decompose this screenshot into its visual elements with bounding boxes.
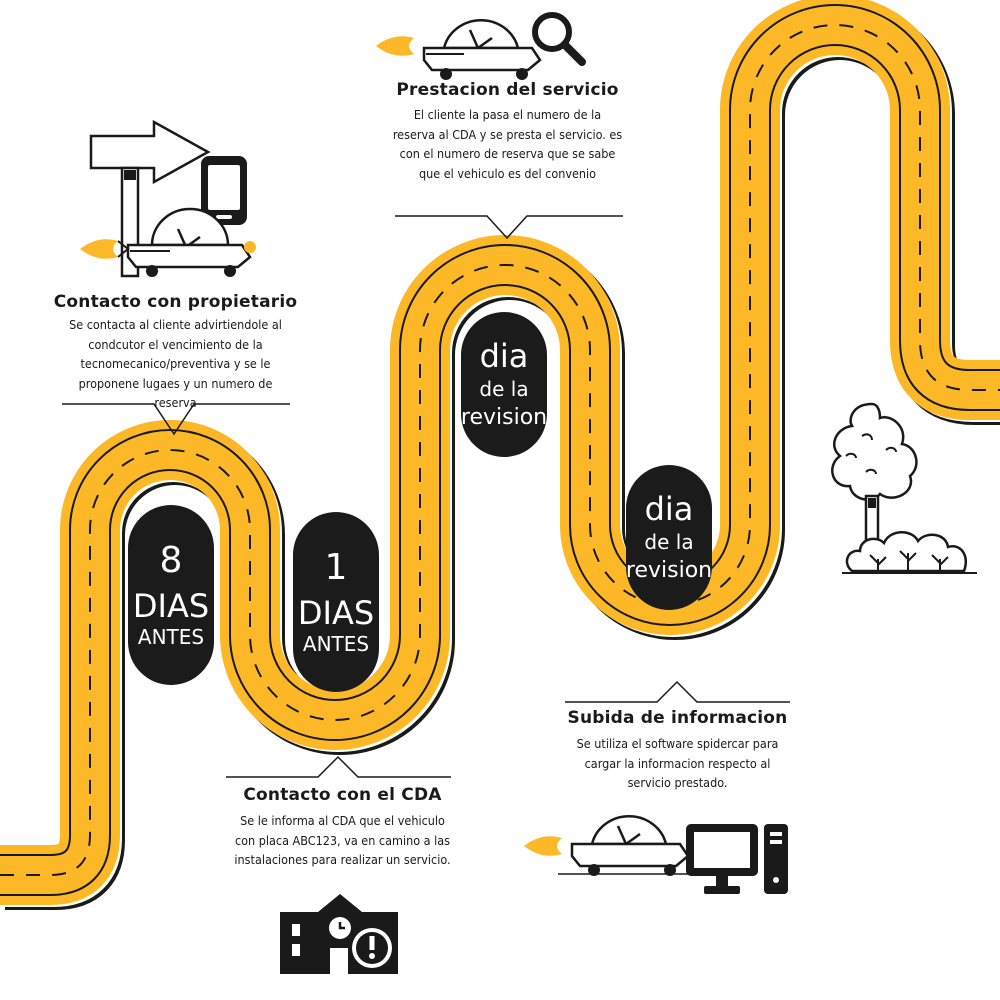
step-text: Se utiliza el software spidercar para ca… (576, 736, 779, 790)
marker-word2: revision (625, 558, 713, 584)
step-text: El cliente la pasa el numero de la reser… (392, 107, 623, 181)
marker-word: dia (644, 489, 694, 528)
bush-icon (842, 531, 977, 574)
step-contacto-cda: Contacto con el CDA Se le informa al CDA… (215, 785, 470, 870)
marker-suffix: ANTES (137, 625, 205, 650)
step-text: Se contacta al cliente advirtiendole al … (69, 317, 282, 410)
road-center-dashes (0, 24, 1000, 876)
car-icon (80, 207, 256, 277)
step-text: Se le informa al CDA que el vehiculo con… (234, 813, 451, 867)
marker-1-dias-antes: 1 DIAS ANTES (293, 512, 379, 692)
marker-word: dia (479, 336, 529, 375)
car-icon (524, 814, 695, 876)
step-title: Contacto con el CDA (243, 785, 442, 805)
callout-pointer-subida (565, 680, 790, 703)
marker-number: 8 (159, 539, 183, 581)
building-alert-icon (280, 894, 398, 974)
step-title: Subida de informacion (567, 708, 788, 728)
marker-mid: de la (644, 530, 694, 555)
marker-dia-revision-1: dia de la revision (461, 312, 547, 457)
step-title: Prestacion del servicio (396, 80, 619, 100)
computer-icon (686, 824, 788, 894)
step-subida: Subida de informacion Se utiliza el soft… (550, 708, 805, 793)
marker-word2: revision (460, 405, 548, 431)
step-title: Contacto con propietario (53, 292, 298, 312)
callout-pointer-cda (226, 755, 451, 778)
marker-dia-revision-2: dia de la revision (626, 465, 712, 610)
step-prestacion: Prestacion del servicio El cliente la pa… (380, 80, 635, 183)
marker-unit: DIAS (132, 586, 210, 625)
callout-pointer-prestacion (395, 215, 623, 240)
marker-8-dias-antes: 8 DIAS ANTES (128, 505, 214, 685)
step-contacto-propietario: Contacto con propietario Se contacta al … (48, 292, 303, 413)
marker-suffix: ANTES (302, 632, 370, 657)
car-icon (376, 18, 542, 80)
marker-mid: de la (479, 377, 529, 402)
smartphone-icon (201, 156, 247, 225)
marker-unit: DIAS (297, 593, 375, 632)
marker-number: 1 (324, 546, 348, 588)
callout-pointer-propietario (62, 403, 290, 436)
search-icon (532, 12, 586, 66)
